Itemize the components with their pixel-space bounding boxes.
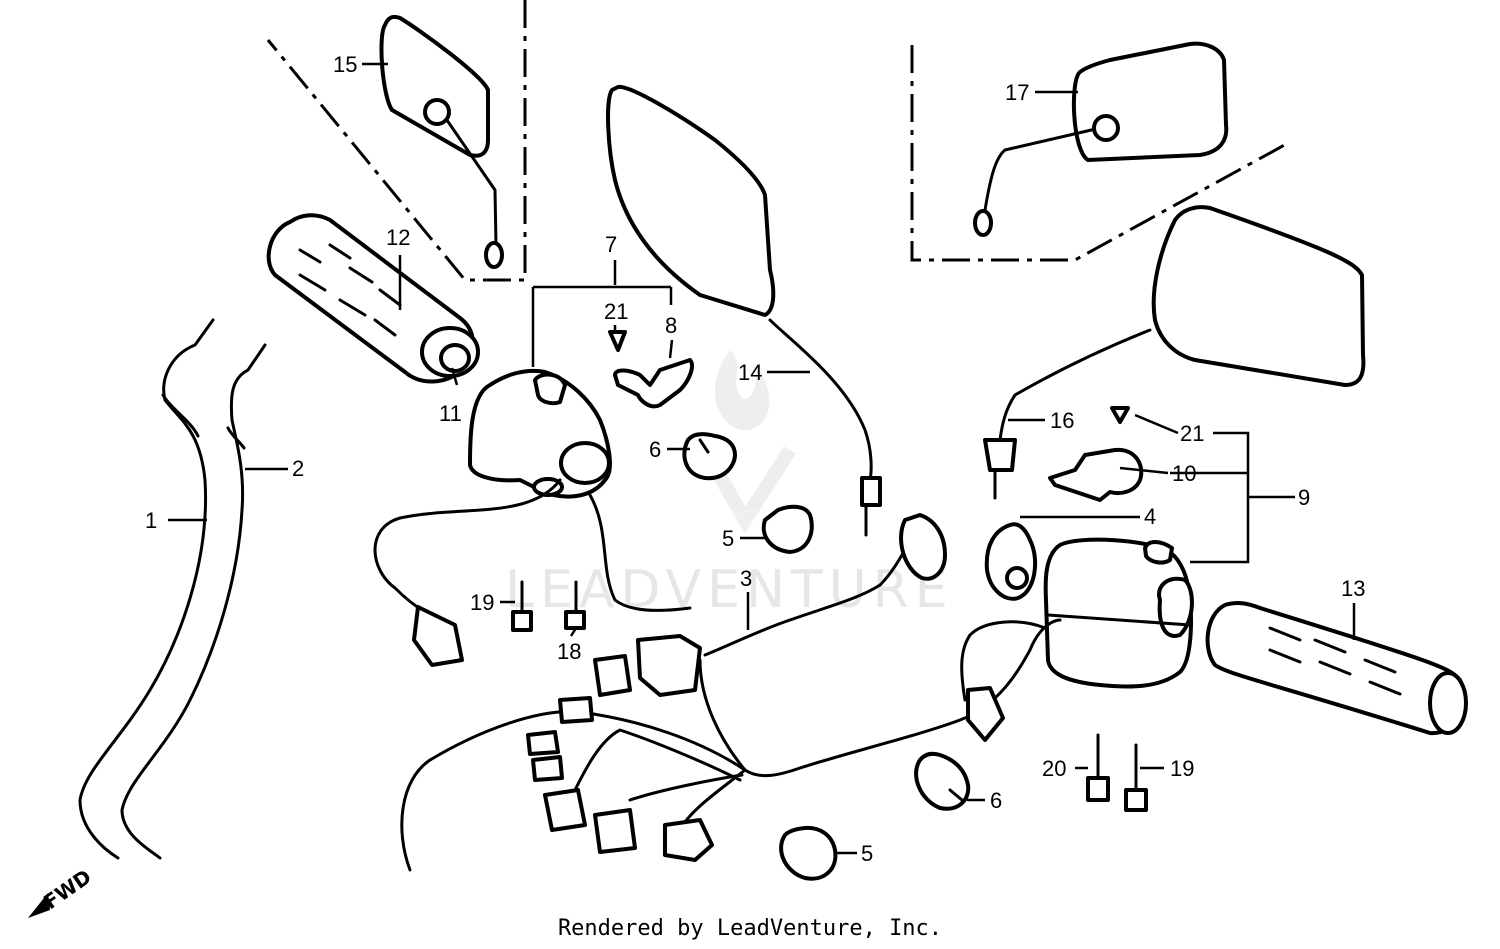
fwd-label: FWD	[39, 864, 96, 914]
callout-10: 10	[1172, 461, 1196, 486]
leader-lines	[168, 62, 1356, 855]
callout-12: 12	[386, 225, 410, 250]
throttle-cable-2	[120, 343, 267, 860]
callout-9: 9	[1298, 485, 1310, 510]
callout-4: 4	[1144, 504, 1156, 529]
mirror-15	[379, 14, 504, 269]
mirror-frame-left	[266, 0, 527, 282]
callout-13: 13	[1341, 576, 1365, 601]
bracket-10	[1048, 447, 1144, 502]
throttle-cable-1	[78, 318, 215, 860]
clamp-upper-6	[682, 432, 737, 481]
callout-21-left: 21	[604, 299, 628, 324]
clamp-lower-5	[779, 825, 838, 881]
callouts: 1 2 3 4 5 5 6 6 7 8 9 10 11 12 13 14 15 …	[145, 52, 1365, 866]
callout-3: 3	[740, 566, 752, 591]
callout-18: 18	[557, 639, 581, 664]
callout-6-upper: 6	[649, 437, 661, 462]
callout-11: 11	[439, 401, 462, 426]
callout-19-left: 19	[470, 590, 494, 615]
screws	[511, 330, 1148, 812]
left-switch-housing	[468, 368, 612, 499]
callout-17: 17	[1005, 80, 1029, 105]
fwd-arrow: FWD	[28, 864, 96, 918]
callout-21-right: 21	[1180, 421, 1204, 446]
right-switch-housing	[1043, 537, 1194, 689]
footer-credit: Rendered by LeadVenture, Inc.	[557, 916, 943, 941]
callout-20: 20	[1042, 756, 1066, 781]
callout-2: 2	[292, 456, 304, 481]
clamp-upper-5	[761, 504, 814, 554]
callout-15: 15	[333, 52, 357, 77]
right-grip	[1205, 601, 1468, 736]
clamp-lower-6	[914, 751, 971, 811]
callout-7: 7	[605, 232, 617, 257]
wire-harness	[373, 478, 1062, 872]
mirror-17	[973, 41, 1229, 237]
callout-1: 1	[145, 508, 157, 533]
left-grip	[266, 213, 480, 384]
callout-16: 16	[1050, 408, 1074, 433]
callout-5-lower: 5	[861, 841, 873, 866]
callout-5-upper: 5	[722, 526, 734, 551]
bracket-8	[613, 358, 694, 409]
callout-19-right: 19	[1170, 756, 1194, 781]
mirror-frame-right	[910, 45, 1291, 262]
callout-6-lower: 6	[990, 788, 1002, 813]
mirror-14	[606, 84, 882, 537]
switch-plate	[984, 522, 1038, 601]
callout-8: 8	[665, 313, 677, 338]
callout-14: 14	[738, 360, 762, 385]
mirror-16	[983, 205, 1366, 500]
